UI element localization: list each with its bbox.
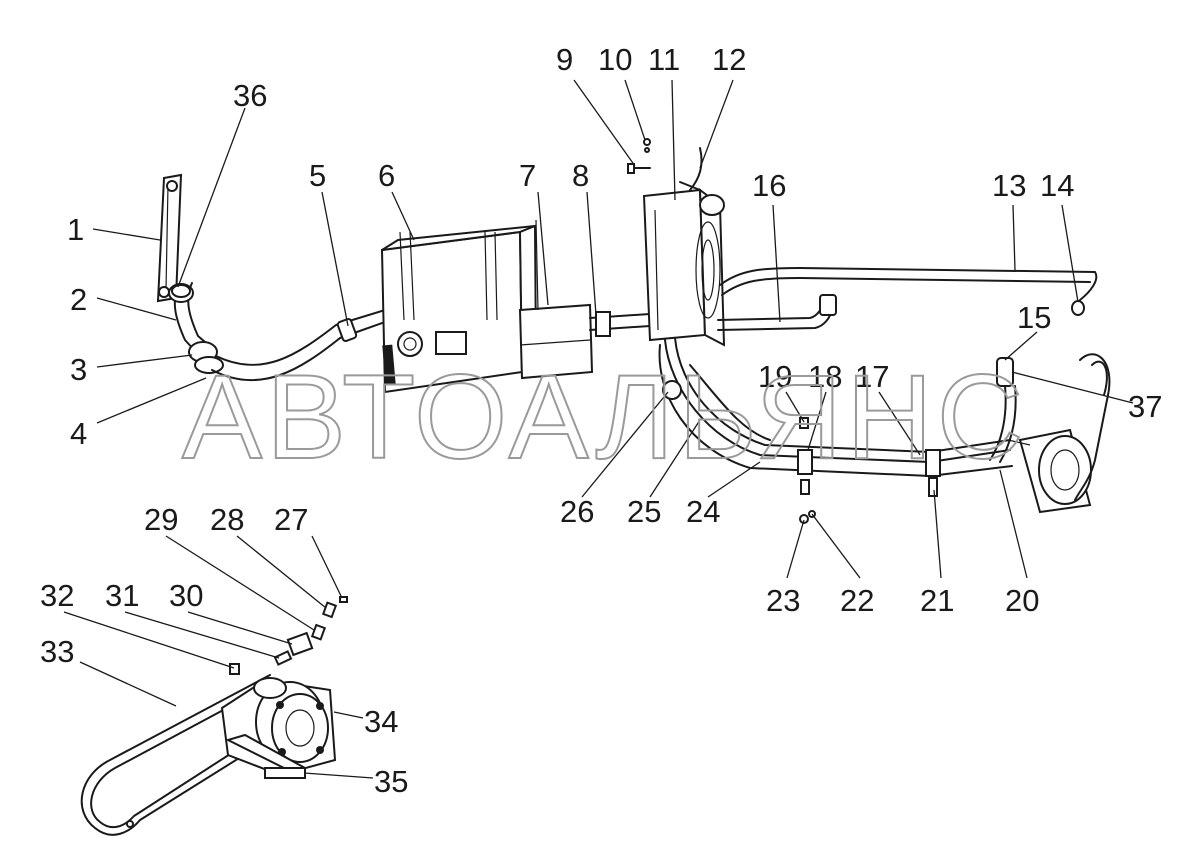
part-34-pump [220,677,337,777]
part-13-pipe [719,267,1098,301]
part-1-bar [156,173,183,303]
callout-36: 36 [233,78,267,113]
callout-9: 9 [556,42,573,77]
part-24-pressure-hose [658,337,1013,477]
part-21-clamp [925,449,941,497]
callout-6: 6 [378,158,395,193]
callout-14: 14 [1040,168,1074,203]
callout-26: 26 [560,494,594,529]
part-9-bolt [627,163,651,174]
part-12-fan-bracket [679,147,725,216]
part-7-filter [518,219,594,380]
part-11-oil-cooler [642,187,726,347]
callout-12: 12 [712,42,746,77]
callout-3: 3 [70,352,87,387]
callout-28: 28 [210,502,244,537]
callout-numbers: 1 2 3 4 5 6 7 8 9 10 11 12 13 14 15 16 1… [40,42,1162,799]
callout-8: 8 [572,158,589,193]
part-8-fitting [589,311,651,337]
part-36-clamp [171,284,191,298]
watermark-text: АВТОАЛЬЯНС [182,350,1027,484]
leader-lines [63,79,1134,779]
callout-35: 35 [374,764,408,799]
callout-10: 10 [598,42,632,77]
callout-27: 27 [274,502,308,537]
part-33-belt [80,674,271,836]
callout-20: 20 [1005,583,1039,618]
callout-31: 31 [105,578,139,613]
callout-30: 30 [169,578,203,613]
part-5-hose [211,309,386,382]
callout-33: 33 [40,634,74,669]
part-35-bracket [225,733,308,779]
callout-17: 17 [855,359,889,394]
parts-27-30-fittings [286,596,348,657]
assembly-drawing [80,138,1111,836]
callout-1: 1 [67,212,84,247]
callout-24: 24 [686,494,720,529]
callout-2: 2 [70,282,87,317]
part-22-23-nut [799,510,816,524]
part-20-pump [1007,353,1111,514]
callout-25: 25 [627,494,661,529]
callout-34: 34 [364,704,398,739]
callout-23: 23 [766,583,800,618]
part-31-32-bolts [229,650,293,675]
callout-21: 21 [920,583,954,618]
callout-16: 16 [752,168,786,203]
callout-32: 32 [40,578,74,613]
callout-22: 22 [840,583,874,618]
callout-4: 4 [70,416,87,451]
callout-19: 19 [758,359,792,394]
callout-11: 11 [648,42,680,77]
callout-5: 5 [309,158,326,193]
part-16-pipe [717,294,837,331]
callout-7: 7 [519,158,536,193]
part-25-hose [689,364,771,441]
callout-15: 15 [1017,300,1051,335]
callout-37: 37 [1128,389,1162,424]
part-10-washer [643,138,651,153]
part-14-tube-end [1071,300,1085,316]
part-26-clamp [662,380,682,400]
callout-13: 13 [992,168,1026,203]
callout-18: 18 [808,359,842,394]
part-18-19-clamp [797,417,813,495]
callout-29: 29 [144,502,178,537]
part-15-fitting [989,357,1017,463]
